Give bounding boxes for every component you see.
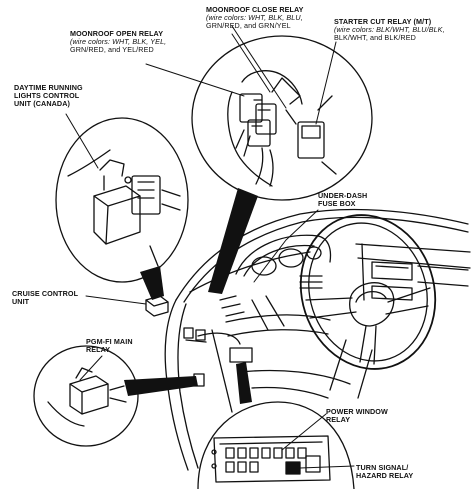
pgm-fi-main-relay-label: PGM-FI MAIN RELAY (86, 337, 133, 355)
moonroof-open-relay-title: MOONROOF OPEN RELAY (70, 29, 164, 38)
power-window-relay-line-2: RELAY (326, 415, 351, 425)
leader-lines (65, 25, 355, 469)
pgm-fi-relay-inset (33, 345, 205, 447)
moonroof-open-relay-wires-2: GRN/RED, and YEL/RED (70, 45, 154, 55)
turn-signal-relay-line-1: TURN SIGNAL/ (356, 463, 409, 472)
pgm-fi-main-relay-line-2: RELAY (86, 345, 111, 355)
cruise-control-unit-label: CRUISE CONTROL UNIT (12, 289, 79, 307)
moonroof-close-relay-title: MOONROOF CLOSE RELAY (206, 5, 304, 14)
drl-unit-line-2: LIGHTS CONTROL (14, 91, 80, 101)
starter-cut-relay-title: STARTER CUT RELAY (M/T) (334, 17, 432, 26)
under-dash-fuse-box-line-1: UNDER-DASH (318, 191, 368, 200)
fuse-box-inset (197, 347, 355, 489)
power-window-relay-label: POWER WINDOW RELAY (326, 407, 388, 425)
turn-signal-relay-line-2: HAZARD RELAY (356, 471, 414, 481)
under-dash-fuse-box-line-2: FUSE BOX (318, 199, 356, 209)
cruise-control-unit-part (145, 295, 169, 317)
moonroof-close-relay-wires-1: (wire colors: WHT, BLK, BLU, (206, 13, 303, 23)
power-window-relay-line-1: POWER WINDOW (326, 407, 388, 416)
cruise-control-unit-line-2: UNIT (12, 297, 30, 307)
moonroof-open-relay-wires-1: (wire colors: WHT, BLK, YEL, (70, 37, 167, 47)
moonroof-close-relay-wires-2: GRN/RED, and GRN/YEL (206, 21, 291, 31)
moonroof-relay-inset (191, 35, 373, 294)
pgm-fi-main-relay-line-1: PGM-FI MAIN (86, 337, 133, 346)
moonroof-close-relay-label: MOONROOF CLOSE RELAY (wire colors: WHT, … (206, 5, 304, 31)
starter-cut-relay-wires-1: (wire colors: BLK/WHT, BLU/BLK, (334, 25, 445, 35)
starter-cut-relay-wires-2: BLK/WHT, and BLK/RED (334, 33, 416, 43)
under-dash-fuse-box-label: UNDER-DASH FUSE BOX (318, 191, 368, 209)
turn-signal-relay-label: TURN SIGNAL/ HAZARD RELAY (356, 463, 414, 481)
drl-unit-label: DAYTIME RUNNING LIGHTS CONTROL UNIT (CAN… (14, 83, 83, 109)
dashboard-drawing (164, 208, 471, 471)
drl-unit-inset (55, 117, 189, 300)
cruise-control-unit-line-1: CRUISE CONTROL (12, 289, 79, 298)
moonroof-open-relay-label: MOONROOF OPEN RELAY (wire colors: WHT, B… (70, 29, 167, 55)
drl-unit-line-1: DAYTIME RUNNING (14, 83, 83, 92)
drl-unit-line-3: UNIT (CANADA) (14, 99, 70, 109)
starter-cut-relay-label: STARTER CUT RELAY (M/T) (wire colors: BL… (334, 17, 445, 43)
